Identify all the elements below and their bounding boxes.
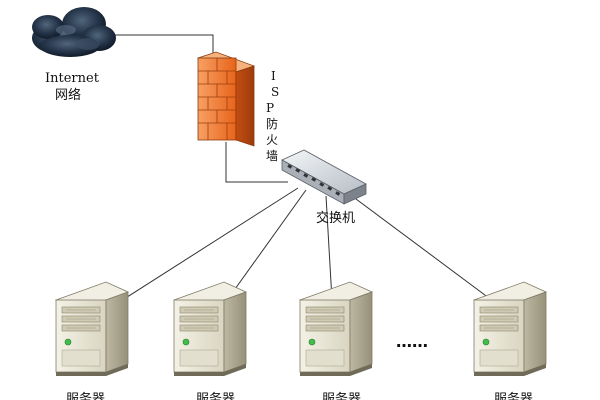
switch-icon [281,149,367,205]
server-3-icon [299,281,373,377]
server-3-label: 服务器 [322,391,361,400]
server-4-label: 服务器 [494,391,533,400]
internet-cloud-icon [32,7,116,57]
link-switch-server-1 [109,187,299,309]
svg-text:P: P [266,101,274,115]
svg-text:S: S [271,85,279,99]
firewall-icon [196,51,256,147]
switch-label: 交换机 [316,210,355,226]
server-2-icon [173,281,247,377]
internet-label: Internet [45,71,100,86]
link-switch-server-4 [351,195,506,311]
internet-sublabel: 网络 [55,87,81,103]
server-2-label: 服务器 [196,391,235,400]
link-switch-server-3 [325,195,333,301]
svg-text:防: 防 [266,116,278,131]
svg-text:墙: 墙 [266,149,278,163]
link-firewall-switch [225,142,288,183]
svg-text:火: 火 [266,133,278,147]
svg-text:I: I [271,69,276,83]
server-1-label: 服务器 [66,391,105,400]
server-1-icon [55,281,129,377]
server-4-icon [473,281,547,377]
firewall-label: I S P 防 火 墙 [266,69,279,163]
ellipsis: …… [396,332,428,351]
